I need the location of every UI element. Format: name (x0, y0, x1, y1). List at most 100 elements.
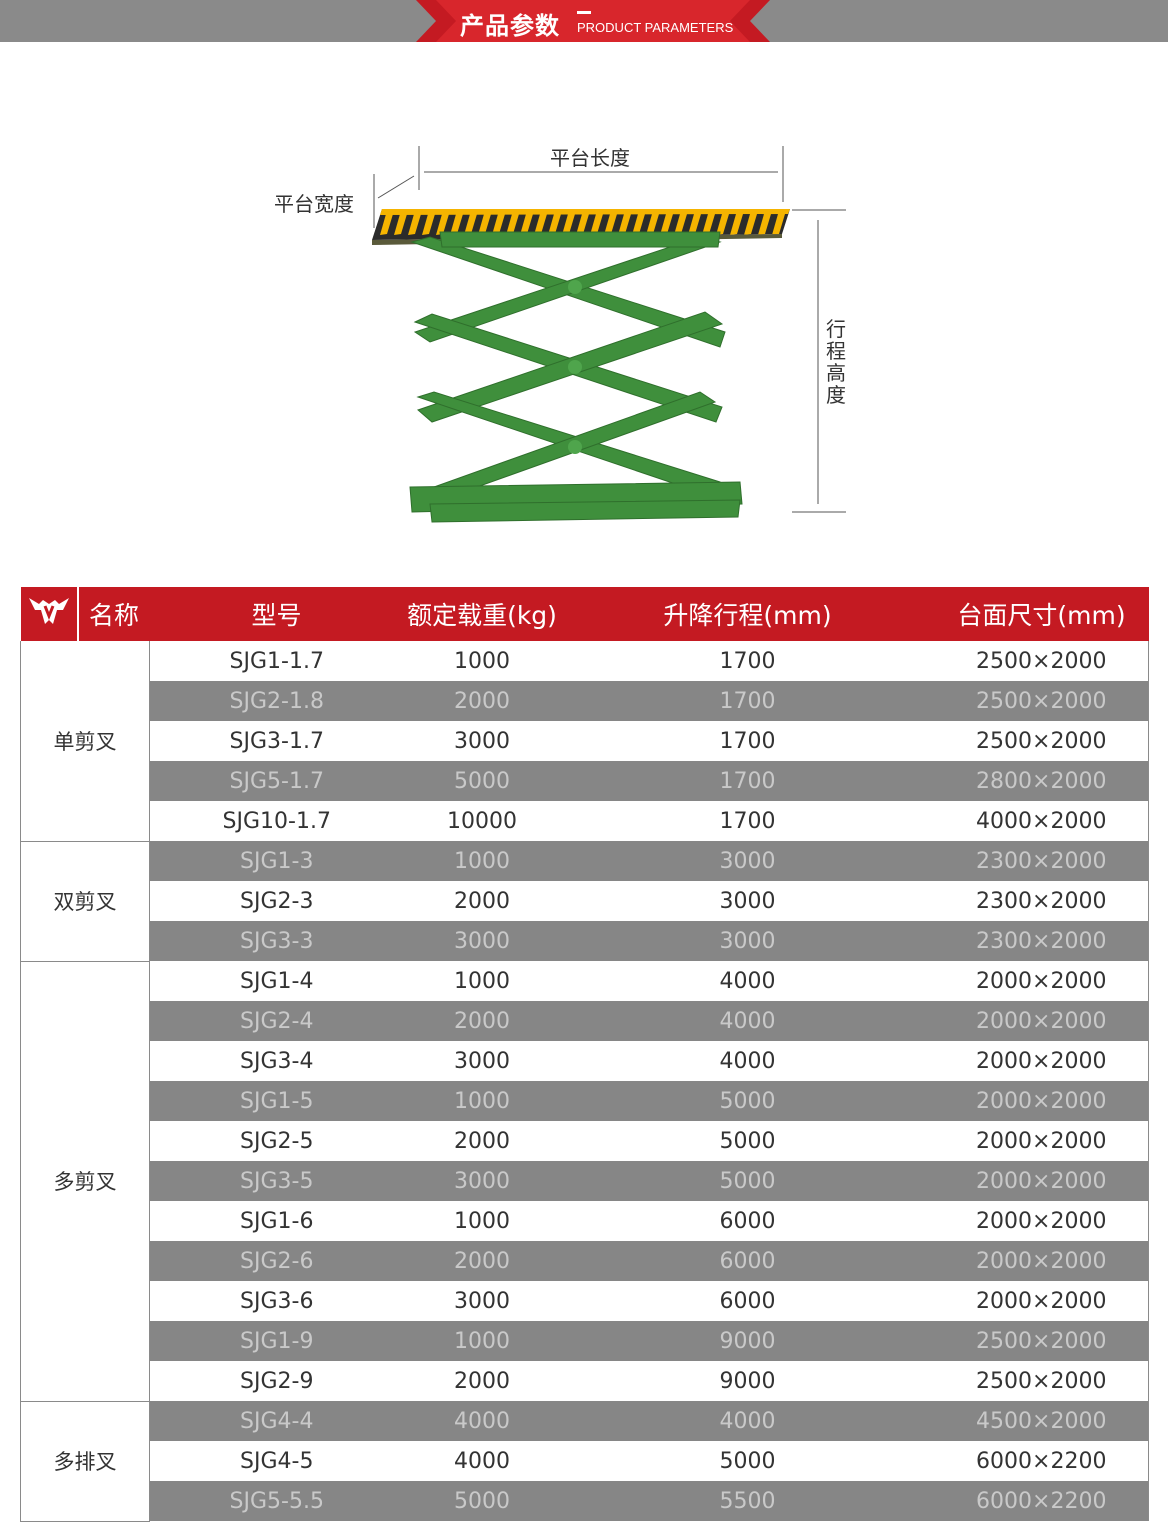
model-cell: SJG2-6 (149, 1241, 404, 1281)
size-cell: 2000×2000 (934, 1161, 1149, 1201)
model-cell: SJG3-6 (149, 1281, 404, 1321)
travel-cell: 5000 (560, 1121, 935, 1161)
size-cell: 2000×2000 (934, 1041, 1149, 1081)
model-cell: SJG5-1.7 (149, 761, 404, 801)
model-cell: SJG1-5 (149, 1081, 404, 1121)
lift-height-label: 行 程 高 度 (826, 317, 846, 407)
banner-subtitle: PRODUCT PARAMETERS (577, 20, 734, 35)
load-cell: 3000 (403, 1041, 561, 1081)
hazard-stripe (758, 214, 771, 235)
travel-cell: 1700 (560, 761, 935, 801)
hazard-stripe (688, 214, 701, 235)
travel-cell: 3000 (560, 881, 935, 921)
banner-dash (577, 11, 591, 14)
category-cell: 双剪叉 (20, 841, 150, 962)
size-cell: 2300×2000 (934, 921, 1149, 961)
travel-cell: 4000 (560, 961, 935, 1001)
travel-cell: 4000 (560, 1041, 935, 1081)
size-cell: 4500×2000 (934, 1401, 1149, 1441)
table-header-row: 名称 型号 额定载重(kg) 升降行程(mm) 台面尺寸(mm) (20, 587, 1149, 641)
load-cell: 1000 (403, 961, 561, 1001)
header-model: 型号 (149, 587, 404, 641)
hazard-stripes (380, 209, 790, 215)
travel-cell: 3000 (560, 921, 935, 961)
travel-cell: 6000 (560, 1241, 935, 1281)
size-cell: 2000×2000 (934, 1241, 1149, 1281)
travel-cell: 6000 (560, 1281, 935, 1321)
hazard-stripe (618, 214, 631, 235)
size-cell: 2500×2000 (934, 721, 1149, 761)
model-cell: SJG4-5 (149, 1441, 404, 1481)
hazard-stripe (660, 214, 673, 235)
hazard-stripe (506, 214, 519, 235)
hazard-stripe (576, 214, 589, 235)
hazard-stripe (534, 214, 547, 235)
load-cell: 3000 (403, 1281, 561, 1321)
category-cell: 单剪叉 (20, 641, 150, 842)
model-cell: SJG5-5.5 (149, 1481, 404, 1521)
travel-cell: 6000 (560, 1201, 935, 1241)
load-cell: 1000 (403, 1321, 561, 1361)
model-cell: SJG2-4 (149, 1001, 404, 1041)
size-cell: 2000×2000 (934, 1121, 1149, 1161)
model-cell: SJG3-1.7 (149, 721, 404, 761)
hazard-stripe (604, 214, 617, 235)
hazard-stripe (632, 214, 645, 235)
hazard-stripe (772, 214, 785, 235)
travel-cell: 5000 (560, 1441, 935, 1481)
model-cell: SJG3-4 (149, 1041, 404, 1081)
hazard-stripe (478, 214, 491, 235)
load-cell: 3000 (403, 921, 561, 961)
hazard-stripe (380, 214, 393, 235)
hazard-stripe (716, 214, 729, 235)
load-cell: 2000 (403, 1241, 561, 1281)
hazard-stripe (646, 214, 659, 235)
model-cell: SJG2-5 (149, 1121, 404, 1161)
load-cell: 1000 (403, 1081, 561, 1121)
travel-cell: 9000 (560, 1321, 935, 1361)
travel-cell: 9000 (560, 1361, 935, 1401)
model-cell: SJG1-9 (149, 1321, 404, 1361)
load-cell: 4000 (403, 1441, 561, 1481)
hazard-stripe (744, 214, 757, 235)
model-cell: SJG10-1.7 (149, 801, 404, 841)
model-cell: SJG2-3 (149, 881, 404, 921)
size-cell: 6000×2200 (934, 1481, 1149, 1521)
model-cell: SJG1-1.7 (149, 641, 404, 681)
hazard-stripe (492, 214, 505, 235)
model-cell: SJG3-5 (149, 1161, 404, 1201)
travel-cell: 3000 (560, 841, 935, 881)
hazard-stripe (674, 214, 687, 235)
load-cell: 2000 (403, 681, 561, 721)
brand-bull-logo-icon (20, 587, 79, 641)
size-cell: 2300×2000 (934, 841, 1149, 881)
hazard-stripe (702, 214, 715, 235)
hazard-stripe (590, 214, 603, 235)
model-cell: SJG4-4 (149, 1401, 404, 1441)
header-platform-size: 台面尺寸(mm) (934, 587, 1149, 641)
load-cell: 3000 (403, 1161, 561, 1201)
model-cell: SJG3-3 (149, 921, 404, 961)
load-cell: 10000 (403, 801, 561, 841)
travel-cell: 4000 (560, 1401, 935, 1441)
banner-ribbon (416, 0, 770, 42)
travel-cell: 5500 (560, 1481, 935, 1521)
model-cell: SJG2-1.8 (149, 681, 404, 721)
load-cell: 2000 (403, 1001, 561, 1041)
hazard-stripe (520, 214, 533, 235)
